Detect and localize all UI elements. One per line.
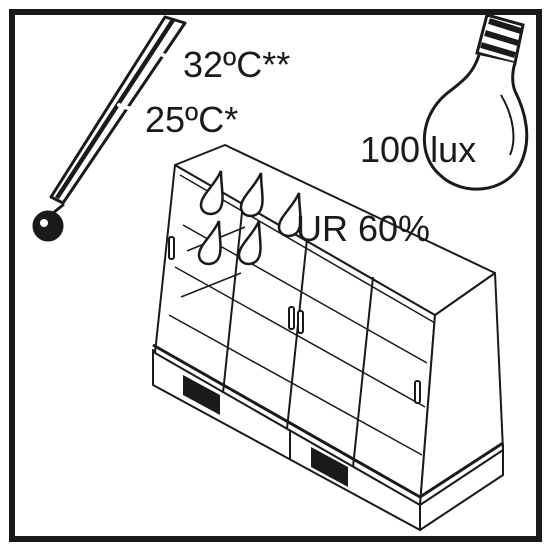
vent-grille	[183, 375, 348, 487]
display-cabinet-icon	[152, 144, 504, 531]
light-bulb-icon	[422, 15, 529, 191]
temperature-high-label: 32ºC**	[183, 44, 291, 85]
thermometer-icon	[32, 15, 187, 242]
humidity-label: UR 60%	[296, 208, 431, 249]
water-drop-icon	[277, 192, 302, 238]
water-drop-icon	[197, 220, 222, 266]
water-drop-icon	[239, 172, 264, 218]
illustration-frame: 32ºC** 25ºC* 100 lux UR 60%	[9, 9, 542, 542]
conditions-illustration	[32, 15, 529, 531]
light-level-label: 100 lux	[360, 129, 477, 170]
water-drop-icon	[199, 170, 224, 216]
water-drop-icon	[237, 220, 262, 266]
humidity-drops	[197, 170, 302, 266]
temperature-low-label: 25ºC*	[145, 99, 239, 140]
